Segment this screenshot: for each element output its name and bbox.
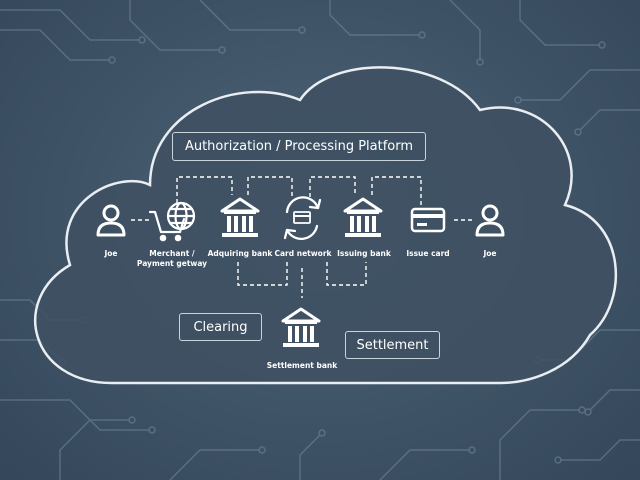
dashed-connectors (131, 176, 475, 298)
settlement-box: Settlement (345, 331, 440, 359)
actor-label-acquiring-bank: Adquiring bank (207, 249, 273, 258)
actor-label-merchant: Merchant / Payment getway (137, 249, 207, 269)
actor-label-issuing-bank: Issuing bank (337, 249, 391, 258)
settlement-label: Settlement (356, 337, 429, 353)
actor-label-joe-right: Joe (483, 249, 497, 258)
merchant-label-line2: Payment getway (136, 259, 208, 268)
clearing-label: Clearing (193, 319, 248, 335)
shopping-cart-globe-icon (148, 201, 196, 242)
settlement-bank-label: Settlement bank (266, 361, 338, 370)
actor-label-issue-card: Issue card (406, 249, 450, 258)
card-network-icon (283, 196, 322, 240)
clearing-box: Clearing (179, 313, 262, 341)
authorization-platform-title: Authorization / Processing Platform (184, 139, 414, 154)
merchant-label-line1: Merchant / (149, 249, 195, 258)
authorization-platform-box: Authorization / Processing Platform (172, 132, 426, 161)
actor-label-card-network: Card network (274, 249, 332, 258)
credit-card-icon (410, 207, 446, 233)
cloud-shape (34, 66, 618, 385)
actor-label-joe-left: Joe (104, 249, 118, 258)
